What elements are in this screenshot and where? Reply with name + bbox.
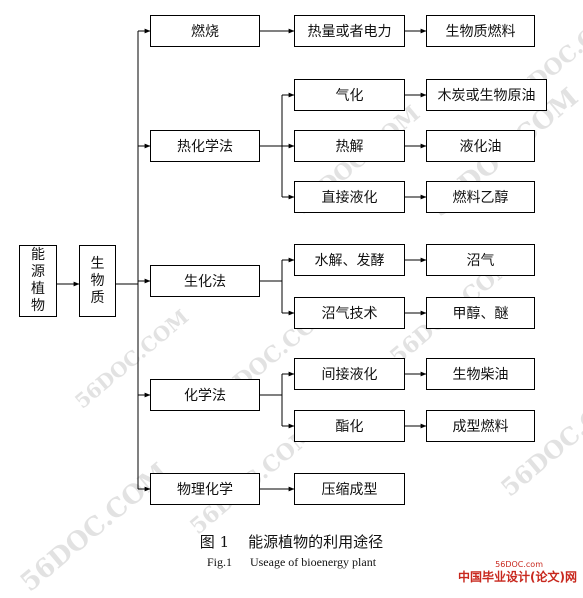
node-compression: 压缩成型: [294, 473, 405, 505]
node-liquid-oil: 液化油: [426, 130, 535, 162]
node-char: 源: [31, 264, 45, 280]
node-burn: 燃烧: [150, 15, 260, 47]
node-thermochemical: 热化学法: [150, 130, 260, 162]
node-methanol: 甲醇、醚: [426, 297, 535, 329]
node-direct-liquefaction: 直接液化: [294, 181, 405, 213]
node-chemical: 化学法: [150, 379, 260, 411]
node-char: 植: [31, 281, 45, 297]
node-biogas: 沼气: [426, 244, 535, 276]
figure-caption-en: Fig.1 Useage of bioenergy plant: [206, 555, 377, 569]
node-molded-fuel: 成型燃料: [426, 410, 535, 442]
node-gasify: 气化: [294, 79, 405, 111]
node-char: 质: [90, 289, 105, 306]
site-url: 56DOC.com: [495, 560, 543, 569]
node-biochemical: 生化法: [150, 265, 260, 297]
node-char: 物: [31, 298, 45, 314]
node-pyrolysis: 热解: [294, 130, 405, 162]
node-char: 生: [90, 255, 105, 272]
node-biogas-tech: 沼气技术: [294, 297, 405, 329]
node-hydrolysis: 水解、发酵: [294, 244, 405, 276]
node-biomass: 生 物 质: [79, 245, 116, 317]
node-esterify: 酯化: [294, 410, 405, 442]
node-bio-fuel: 生物质燃料: [426, 15, 535, 47]
node-indirect-liquefaction: 间接液化: [294, 358, 405, 390]
figure-caption-cn: 图 1 能源植物的利用途径: [199, 533, 384, 551]
node-biodiesel: 生物柴油: [426, 358, 535, 390]
node-physicochemical: 物理化学: [150, 473, 260, 505]
node-char: 物: [90, 272, 105, 289]
node-char: 能: [31, 247, 45, 263]
node-charcoal: 木炭或生物原油: [426, 79, 547, 111]
node-energy-plants: 能 源 植 物: [19, 245, 57, 317]
site-brand: 中国毕业设计(论文)网: [458, 570, 577, 584]
node-heat-power: 热量或者电力: [294, 15, 405, 47]
node-ethanol: 燃料乙醇: [426, 181, 535, 213]
